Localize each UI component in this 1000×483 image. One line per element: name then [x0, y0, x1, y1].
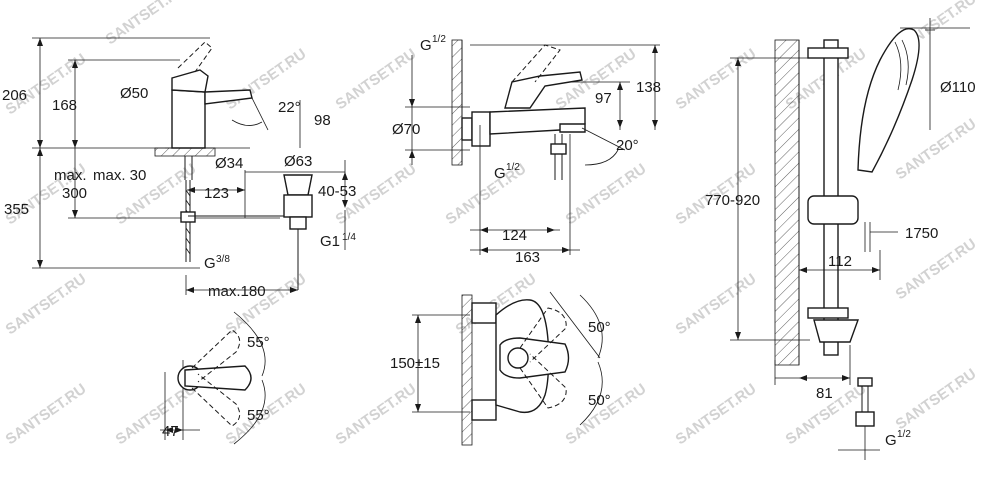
label-height-97: 97 — [595, 90, 612, 107]
label-max: max. — [54, 167, 87, 184]
label-waste-thread-frac: 1/4 — [342, 232, 356, 243]
label-lever-offset: 47 — [162, 423, 179, 440]
label-spout-angle: 22° — [278, 99, 301, 116]
watermark: SANTSET.RU — [223, 270, 310, 338]
label-height-total: 206 — [2, 87, 27, 104]
label-thread-frac: 1/2 — [897, 429, 911, 440]
label-lever-angle-down: 50° — [588, 392, 611, 409]
label-waste-range: 40-53 — [318, 183, 356, 200]
label-offset-123: 123 — [204, 185, 229, 202]
watermark: SANTSET.RU — [563, 160, 650, 228]
label-depth-300: 300 — [62, 185, 87, 202]
watermark: SANTSET.RU — [3, 380, 90, 448]
label-hose-length: 1750 — [905, 225, 938, 242]
label-lever-angle-up: 55° — [247, 334, 270, 351]
label-lever-angle-down: 55° — [247, 407, 270, 424]
watermark: SANTSET.RU — [893, 115, 980, 183]
watermark: SANTSET.RU — [893, 365, 980, 433]
label-depth-124: 124 — [502, 227, 527, 244]
label-offset-81: 81 — [816, 385, 833, 402]
label-thread-bottom-frac: 1/2 — [506, 162, 520, 173]
watermark: SANTSET.RU — [3, 270, 90, 338]
watermark: SANTSET.RU — [333, 45, 420, 113]
label-depth-163: 163 — [515, 249, 540, 266]
label-depth-355: 355 — [4, 201, 29, 218]
label-spout-angle: 20° — [616, 137, 639, 154]
watermark: SANTSET.RU — [563, 380, 650, 448]
shower-set-elevation: Ø110 770-920 1750 112 81 G 1/2 — [705, 18, 976, 460]
bath-mixer-front-view: 150±15 50° 50° — [390, 291, 611, 446]
label-centres: 150±15 — [390, 355, 440, 372]
label-hose-thread: G — [204, 255, 216, 272]
watermark: SANTSET.RU — [673, 380, 760, 448]
label-body-diameter: Ø50 — [120, 85, 148, 102]
basin-mixer-lever-plan: 55° 55° 47 — [160, 311, 270, 445]
label-height-spout: 168 — [52, 97, 77, 114]
label-spout-reach: 98 — [314, 112, 331, 129]
basin-mixer-elevation: 206 168 Ø50 22° 98 Ø34 Ø63 max. max. 30 … — [2, 37, 356, 300]
bath-mixer-elevation: G 1/2 97 138 Ø70 20° G 1/2 124 163 — [392, 34, 661, 266]
label-thread-bottom: G — [494, 165, 506, 182]
label-rosette-diameter: Ø70 — [392, 121, 420, 138]
label-thread-top-frac: 1/2 — [432, 34, 446, 45]
watermark: SANTSET.RU — [113, 380, 200, 448]
watermark: SANTSET.RU — [103, 0, 190, 48]
watermark: SANTSET.RU — [673, 45, 760, 113]
label-waste-diameter: Ø63 — [284, 153, 312, 170]
watermark: SANTSET.RU — [673, 270, 760, 338]
label-head-diameter: Ø110 — [940, 79, 976, 96]
label-waste-thread: G1 — [320, 233, 340, 250]
label-hose-thread-frac: 3/8 — [216, 254, 230, 265]
label-max-180: max.180 — [208, 283, 266, 300]
label-rail-range: 770-920 — [705, 192, 760, 209]
watermark: SANTSET.RU — [893, 235, 980, 303]
label-thread-top: G — [420, 37, 432, 54]
label-base-diameter: Ø34 — [215, 155, 243, 172]
watermark: SANTSET.RU — [333, 380, 420, 448]
label-offset-112: 112 — [828, 253, 852, 270]
label-max-30: max. 30 — [93, 167, 146, 184]
label-lever-angle-up: 50° — [588, 319, 611, 336]
label-thread: G — [885, 432, 897, 449]
label-height-138: 138 — [636, 79, 661, 96]
